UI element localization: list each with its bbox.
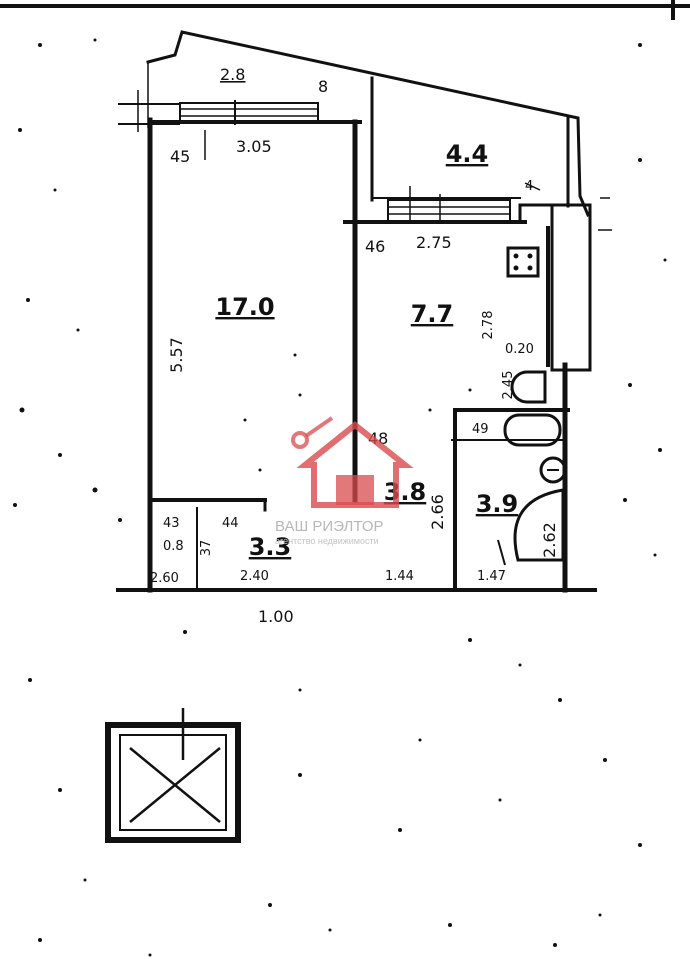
dim-storage-e: 2.60 [150, 571, 179, 586]
washbasin-icon [539, 456, 567, 484]
windows [118, 100, 511, 224]
room-area-storage: 3.3 [249, 533, 292, 561]
dim-balcony-width: 2.8 [220, 65, 245, 84]
dim-kitchen-width: 2.75 [416, 233, 452, 252]
bathtub-icon [503, 413, 562, 447]
dim-storage-b: 44 [222, 516, 239, 531]
dim-room-length: 5.57 [167, 337, 186, 373]
fixtures [497, 246, 567, 566]
dim-kitchen-length: 2.78 [481, 311, 496, 340]
dim-kitchen-wall: 2.45 [501, 371, 516, 400]
room-area-kitchen: 7.7 [411, 300, 454, 328]
kitchen-sink-icon [510, 370, 547, 404]
page-frame [0, 0, 690, 20]
dimension-lines [137, 62, 612, 231]
dimension-labels: 2.8 8 45 3.05 46 2.75 5.57 2.78 0.20 2.4… [150, 65, 559, 626]
dim-storage-c: 0.8 [163, 539, 184, 554]
dim-hall-length: 2.66 [428, 494, 447, 530]
dim-balcony-mark: 8 [318, 77, 328, 96]
stove-icon [506, 246, 540, 278]
dim-bath-mark: 49 [472, 422, 489, 437]
scan-noise [13, 38, 667, 957]
dim-misc-a: 4 [525, 179, 533, 194]
dim-window-left: 45 [170, 147, 190, 166]
room-area-bathroom: 3.9 [476, 490, 519, 518]
room-area-balcony: 4.4 [446, 140, 489, 168]
shaft-symbol [105, 708, 241, 843]
dim-bath-width: 1.47 [477, 569, 506, 584]
dim-bath-length: 2.62 [540, 522, 559, 558]
key-icon [291, 431, 309, 449]
dim-storage-a: 43 [163, 516, 180, 531]
dim-entrance-mark: 1.00 [258, 607, 294, 626]
dim-room-width: 3.05 [236, 137, 272, 156]
watermark-name: ВАШ РИЭЛТОР [275, 518, 384, 535]
watermark-subtitle: агентство недвижимости [275, 536, 379, 546]
watermark: ВАШ РИЭЛТОР агентство недвижимости [275, 416, 414, 546]
room-area-main: 17.0 [215, 293, 274, 321]
dim-storage-width: 2.40 [240, 569, 269, 584]
dim-hall-width: 1.44 [385, 569, 414, 584]
toilet-icon [513, 488, 565, 562]
house-logo-icon [296, 421, 414, 508]
dim-vent-width: 0.20 [505, 342, 534, 357]
room-area-hall: 3.8 [384, 478, 427, 506]
room-labels: 17.0 7.7 4.4 3.8 3.9 3.3 [215, 140, 518, 561]
dim-storage-d: 37 [199, 540, 214, 557]
dim-kitchen-window-left: 46 [365, 237, 385, 256]
